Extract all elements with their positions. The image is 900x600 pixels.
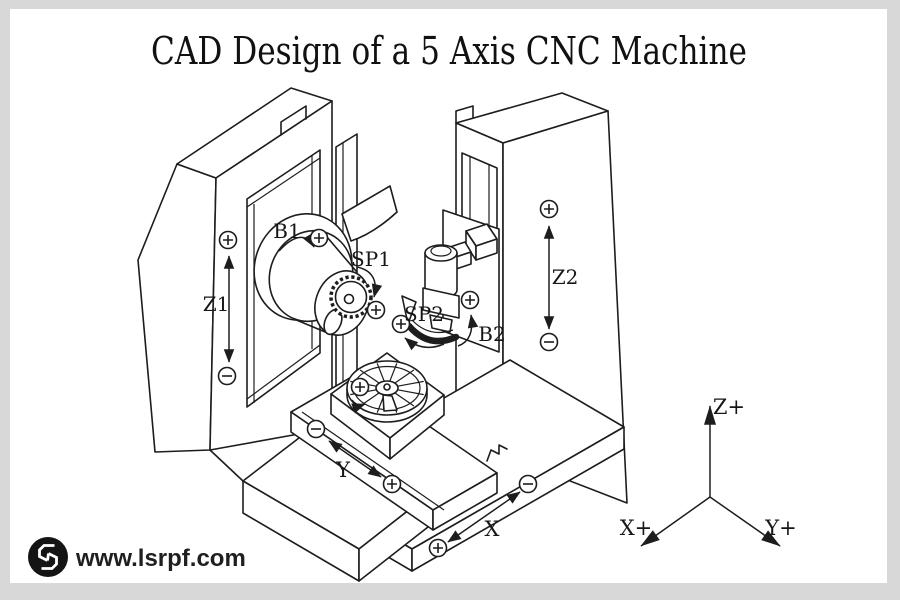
label-y-axis: Y [335, 458, 351, 482]
label-z2: Z2 [552, 265, 579, 289]
minus-direction-icon [306, 419, 326, 439]
minus-direction-icon [217, 366, 237, 386]
coordinate-triad: Z+ X+ Y+ [620, 395, 797, 547]
gear-cutter [329, 275, 373, 319]
triad-y-arrow [709, 496, 781, 547]
label-z1: Z1 [203, 292, 230, 316]
axis-annotations: B1 SP1 Z1 Z2 SP2 B2 Y X [203, 199, 579, 558]
label-y-plus: Y+ [764, 516, 796, 540]
spindle-head-left [253, 185, 398, 336]
plus-direction-icon [460, 290, 480, 310]
plus-direction-icon [539, 199, 559, 219]
y-arrow [328, 440, 382, 478]
page-title: CAD Design of a 5 Axis CNC Machine [151, 30, 747, 74]
lsrpf-logo-icon [28, 537, 68, 577]
x-arrow [447, 491, 521, 543]
label-sp2: SP2 [404, 302, 444, 326]
sp2-rotation-arrow [404, 337, 445, 351]
label-b2: B2 [478, 322, 505, 346]
spindle-head-right [401, 209, 500, 353]
base-box [242, 427, 429, 582]
plus-direction-icon [309, 228, 329, 248]
website-text: www.lsrpf.com [75, 545, 246, 572]
label-z-plus: Z+ [713, 395, 745, 419]
plus-direction-icon [366, 300, 386, 320]
sp1-rotation-arrow [356, 266, 383, 298]
branding: www.lsrpf.com [28, 537, 246, 577]
label-sp1: SP1 [351, 247, 391, 271]
rotary-table [330, 352, 445, 460]
minus-direction-icon [539, 332, 559, 352]
minus-direction-icon [518, 474, 538, 494]
b2-rotation-arrow [457, 314, 479, 347]
plus-direction-icon [350, 377, 370, 397]
label-x-plus: X+ [620, 516, 653, 540]
label-x-axis: X [485, 517, 500, 541]
plus-direction-icon [218, 230, 238, 250]
label-b1: B1 [273, 219, 300, 243]
plus-direction-icon [428, 538, 448, 558]
triad-x-arrow [640, 496, 711, 547]
plus-direction-icon [382, 474, 402, 494]
